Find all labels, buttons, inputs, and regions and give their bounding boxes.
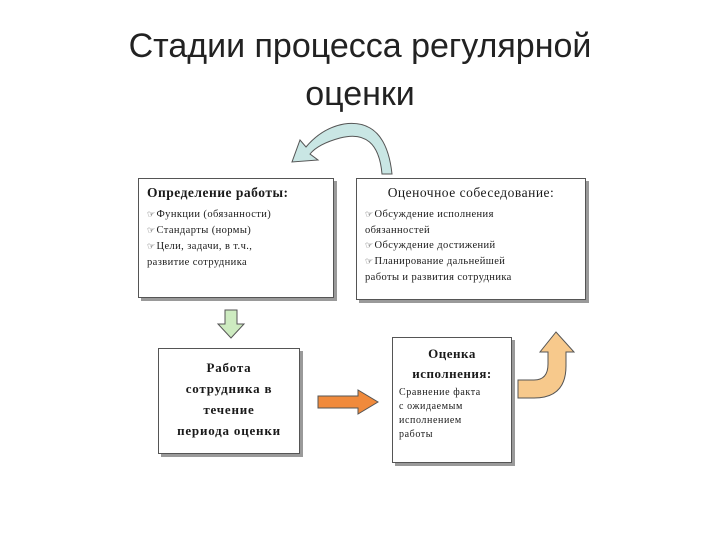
down-arrow-icon xyxy=(216,309,246,339)
work-line: течение xyxy=(203,402,255,417)
pointing-hand-icon: ☞ xyxy=(147,242,156,252)
title-line-2: оценки xyxy=(305,75,415,113)
evaluation-line: исполнением xyxy=(399,415,462,426)
definition-header: Определение работы: xyxy=(147,185,289,200)
definition-box: Определение работы: ☞Функции (обязанност… xyxy=(138,178,334,298)
work-line: Работа xyxy=(206,360,252,375)
pointing-hand-icon: ☞ xyxy=(147,210,156,220)
work-line: сотрудника в xyxy=(185,381,273,396)
definition-item: ☞Стандарты (нормы) xyxy=(147,225,252,236)
curved-cycle-arrow-icon xyxy=(291,122,393,175)
evaluation-line: Сравнение факта xyxy=(399,387,481,398)
page-title: Стадии процесса регулярной оценки xyxy=(0,22,720,118)
interview-item-continuation: обязанностей xyxy=(365,225,431,236)
definition-item-continuation: развитие сотрудника xyxy=(147,257,248,268)
evaluation-header: Оценка исполнения: xyxy=(412,346,492,381)
interview-header: Оценочное собеседование: xyxy=(387,185,555,200)
pointing-hand-icon: ☞ xyxy=(365,210,374,220)
pointing-hand-icon: ☞ xyxy=(365,241,374,251)
definition-item: ☞Цели, задачи, в т.ч., xyxy=(147,241,253,252)
curved-up-arrow-icon xyxy=(517,331,576,399)
evaluation-box: Оценка исполнения: Сравнение факта с ожи… xyxy=(392,337,512,463)
evaluation-line: с ожидаемым xyxy=(399,401,463,412)
interview-box: Оценочное собеседование: ☞Обсуждение исп… xyxy=(356,178,586,300)
title-line-1: Стадии процесса регулярной xyxy=(128,27,592,65)
work-line: периода оценки xyxy=(177,423,281,438)
definition-item: ☞Функции (обязанности) xyxy=(147,209,272,220)
right-arrow-icon xyxy=(317,389,379,415)
pointing-hand-icon: ☞ xyxy=(147,226,156,236)
evaluation-line: работы xyxy=(399,429,434,440)
work-box: Работа сотрудника в течение периода оцен… xyxy=(158,348,300,454)
interview-item: ☞Обсуждение исполнения xyxy=(365,209,494,220)
pointing-hand-icon: ☞ xyxy=(365,257,374,267)
interview-item-continuation: работы и развития сотрудника xyxy=(365,272,512,283)
interview-item: ☞Обсуждение достижений xyxy=(365,240,496,251)
interview-item: ☞Планирование дальнейшей xyxy=(365,256,506,267)
